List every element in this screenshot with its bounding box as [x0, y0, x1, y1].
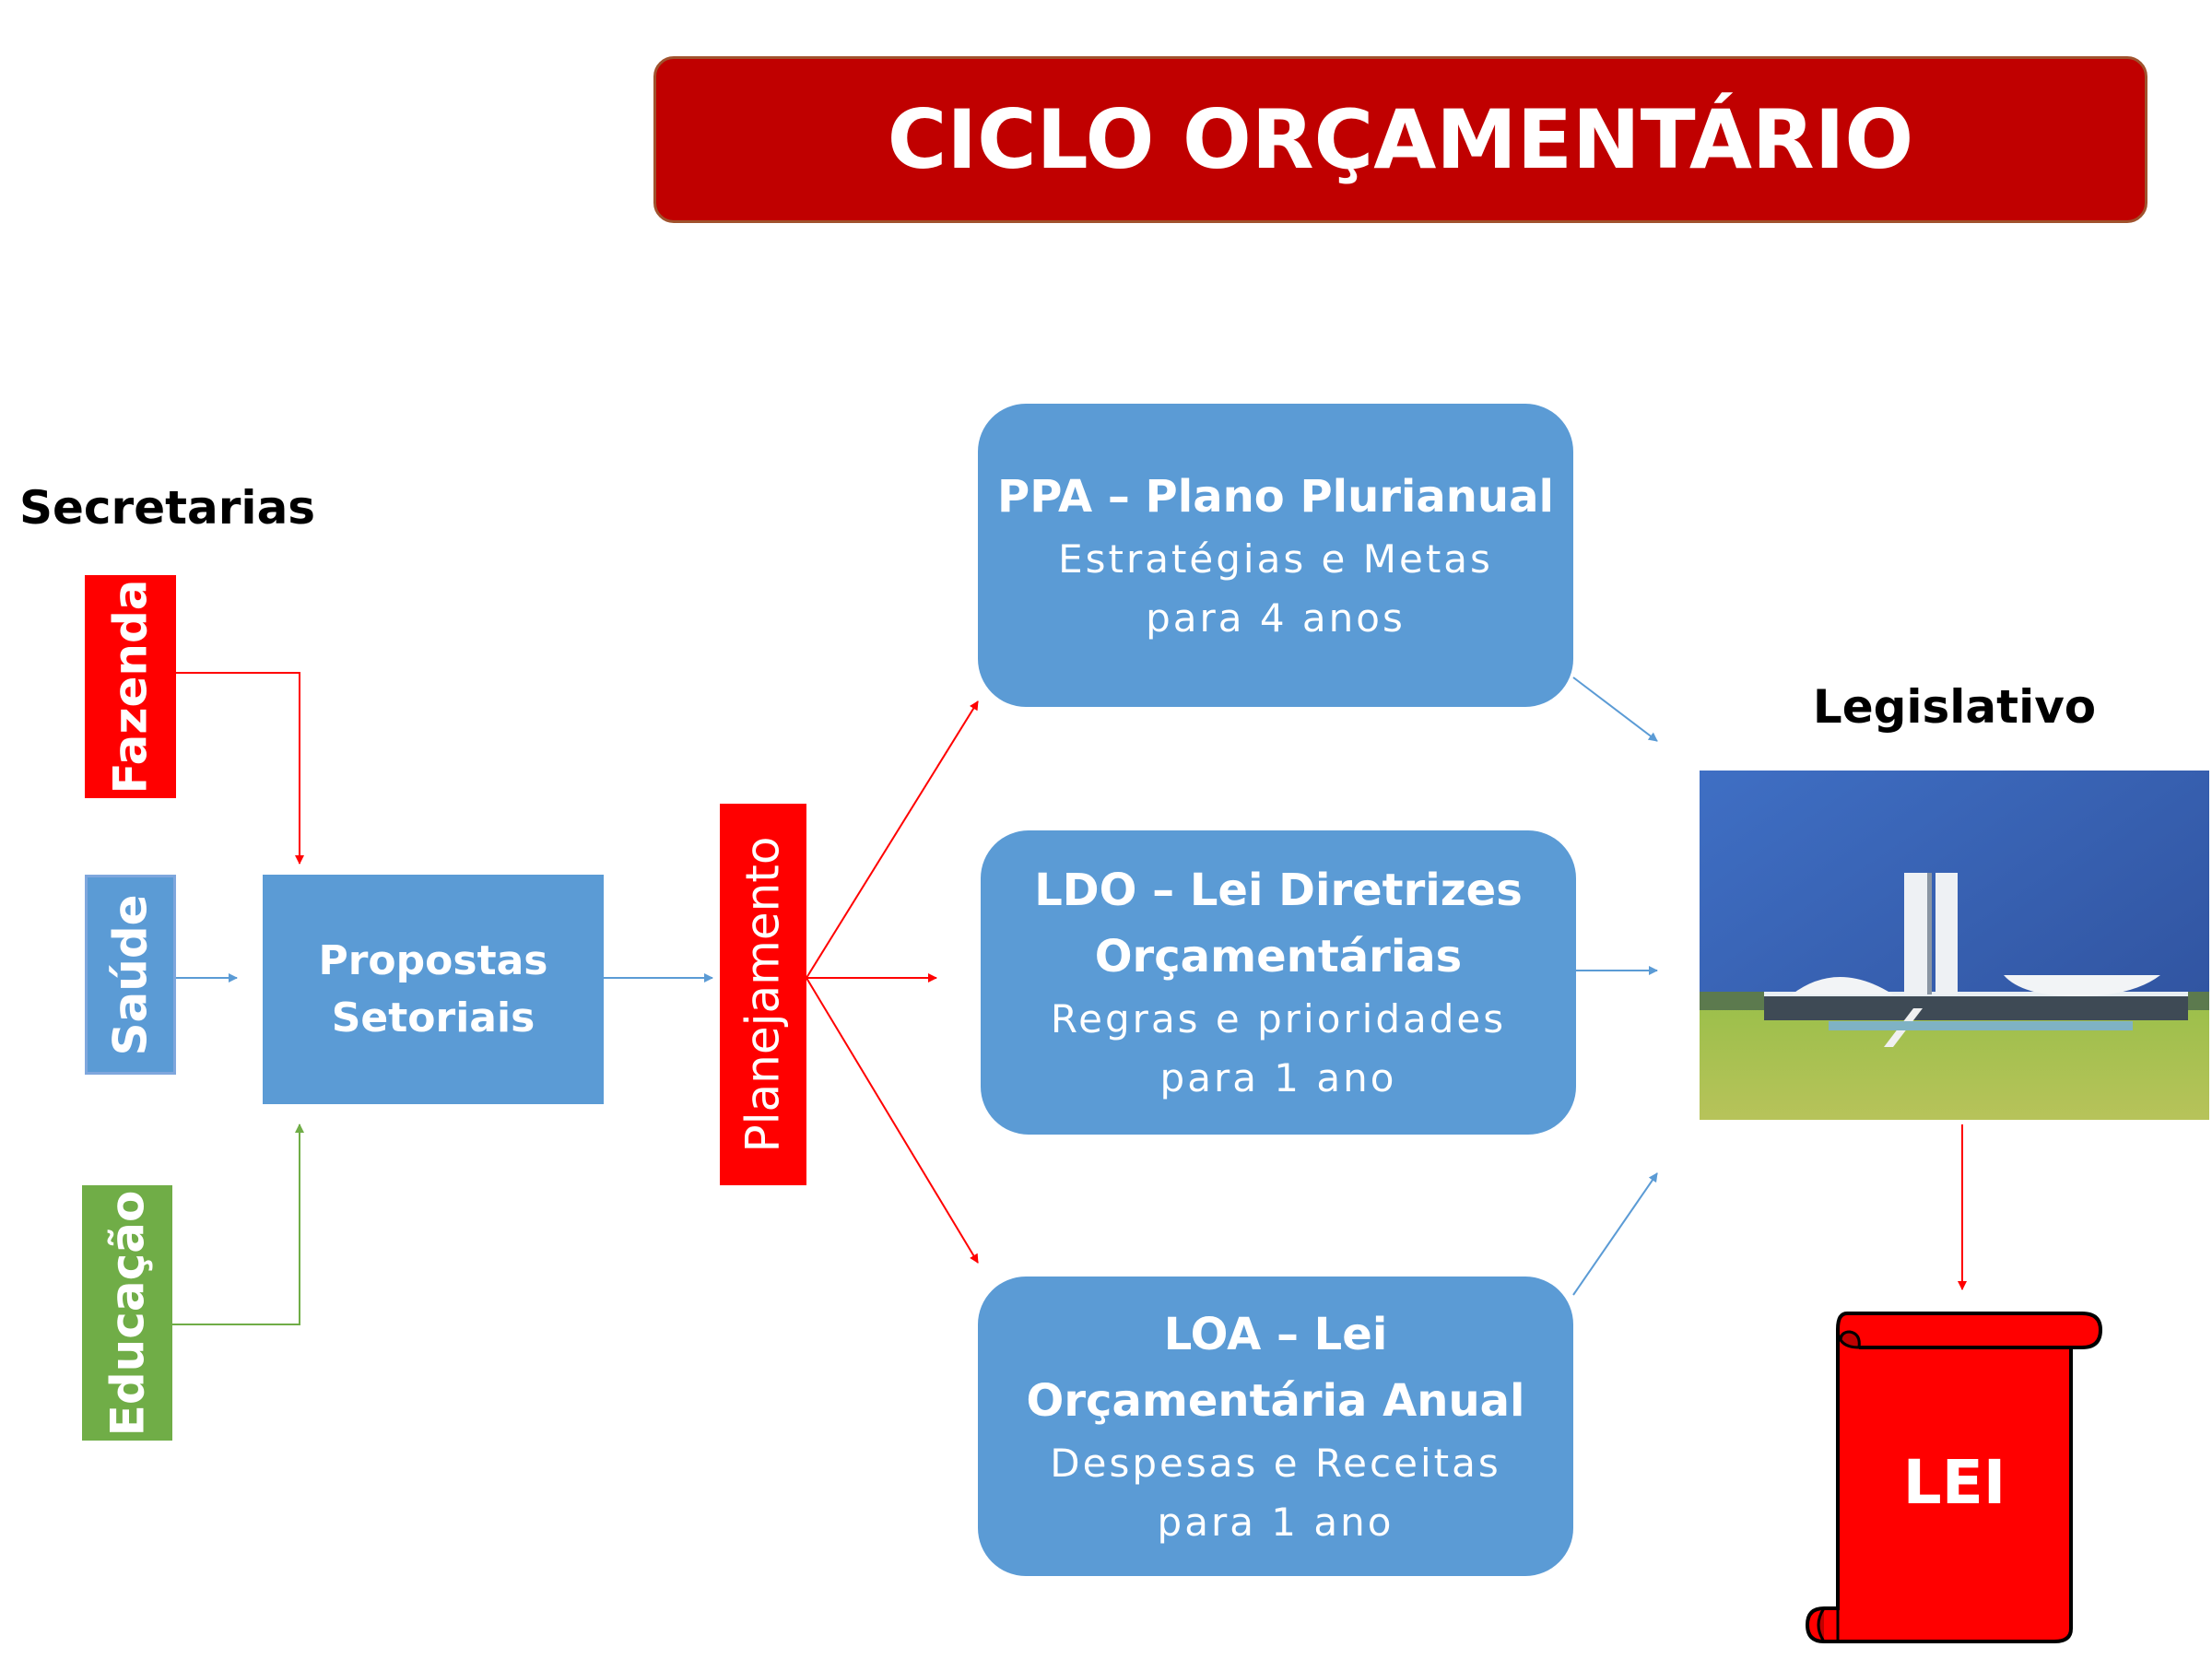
propostas-setoriais-box: Propostas Setoriais [263, 875, 604, 1104]
ppa-sub2: para 4 anos [1146, 594, 1406, 641]
title-text: CICLO ORÇAMENTÁRIO [887, 92, 1914, 187]
arrow-ppa-legislativo [1572, 677, 1658, 742]
secretaria-educacao: Educação [82, 1185, 172, 1441]
planejamento-box: Planejamento [720, 804, 806, 1185]
congresso-image [1700, 771, 2209, 1120]
legislativo-label: Legislativo [1812, 680, 2097, 734]
ldo-title: LDO – Lei Diretrizes [1034, 865, 1523, 916]
arrow-planejamento-ppa [806, 700, 979, 979]
ldo-title2: Orçamentárias [1094, 931, 1463, 982]
ppa-sub1: Estratégias e Metas [1058, 535, 1493, 582]
lei-label: LEI [1902, 1447, 2006, 1518]
secretarias-label: Secretarias [19, 481, 316, 535]
arrow-fazenda-propostas [176, 672, 304, 865]
loa-title2: Orçamentária Anual [1026, 1374, 1525, 1427]
ppa-title: PPA – Plano Plurianual [997, 470, 1554, 523]
ldo-sub2: para 1 ano [1159, 1055, 1397, 1100]
loa-sub2: para 1 ano [1157, 1499, 1394, 1545]
ldo-box: LDO – Lei Diretrizes Orçamentárias Regra… [981, 830, 1576, 1135]
loa-title: LOA – Lei [1163, 1308, 1388, 1360]
ppa-box: PPA – Plano Plurianual Estratégias e Met… [978, 404, 1573, 707]
secretaria-saude: Saúde [85, 875, 176, 1075]
lei-scroll [1806, 1312, 2103, 1643]
propostas-line1: Propostas [318, 936, 548, 984]
arrow-educacao-propostas [172, 1124, 304, 1325]
loa-box: LOA – Lei Orçamentária Anual Despesas e … [978, 1277, 1573, 1576]
propostas-line2: Setoriais [331, 994, 535, 1041]
secretaria-fazenda: Fazenda [85, 575, 176, 798]
loa-sub1: Despesas e Receitas [1050, 1440, 1501, 1486]
arrow-planejamento-loa [806, 977, 979, 1264]
diagram-title: CICLO ORÇAMENTÁRIO [653, 56, 2147, 223]
arrow-loa-legislativo [1572, 1172, 1658, 1296]
ldo-sub1: Regras e prioridades [1050, 996, 1507, 1041]
